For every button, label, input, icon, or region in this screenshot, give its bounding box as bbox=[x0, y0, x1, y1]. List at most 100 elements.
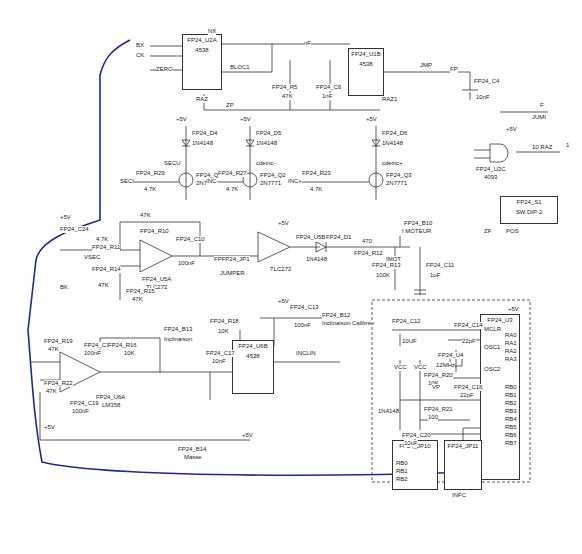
schematic-label: FP24_B12 bbox=[322, 312, 350, 319]
schematic-label: FP24_R27 bbox=[218, 170, 247, 177]
schematic-label: POS bbox=[506, 228, 519, 235]
schematic-label: Inclinaison Calibrée bbox=[322, 320, 374, 327]
schematic-label: FP24_R22 bbox=[44, 380, 73, 387]
ic-box: FP24_U1B 4538 bbox=[348, 48, 384, 96]
schematic-label: FP24_C20 bbox=[402, 432, 431, 439]
schematic-label: F bbox=[540, 102, 544, 109]
schematic-label: TLC272 bbox=[270, 266, 291, 273]
schematic-label: FP24_U5A bbox=[142, 276, 171, 283]
schematic-label: RB1 bbox=[396, 468, 408, 475]
schematic-label: 2N7771 bbox=[386, 180, 407, 187]
schematic-label: 10K bbox=[218, 328, 229, 335]
hand-drawn-outline bbox=[28, 40, 500, 475]
schematic-label: FP24_R15 bbox=[126, 288, 155, 295]
schematic-label: 22pF bbox=[460, 392, 474, 399]
schematic-label: RA3 bbox=[505, 356, 517, 363]
schematic-label: RAZ1 bbox=[382, 96, 397, 103]
schematic-label: 4.7K bbox=[226, 186, 238, 193]
schematic-label: FP24_R14 bbox=[92, 266, 121, 273]
part-label: 4538 bbox=[359, 61, 372, 68]
schematic-label: FP bbox=[450, 66, 458, 73]
schematic-label: 4.7K bbox=[310, 186, 322, 193]
part-label: FP24_U1B bbox=[351, 51, 380, 58]
schematic-label: 1uF bbox=[430, 272, 440, 279]
schematic-label: SECI bbox=[120, 178, 134, 185]
schematic-label: FP24_R13 bbox=[372, 262, 401, 269]
schematic-label: 10nF bbox=[476, 94, 490, 101]
schematic-label: 470 bbox=[362, 238, 372, 245]
bus-wire bbox=[463, 428, 480, 440]
schematic-label: +5V bbox=[506, 126, 517, 133]
schematic-label: RB3 bbox=[505, 408, 517, 415]
schematic-label: MCLR bbox=[484, 326, 501, 333]
schematic-label: RB0 bbox=[396, 460, 408, 467]
schematic-label: RB5 bbox=[505, 424, 517, 431]
schematic-label: FP24_R16 bbox=[108, 342, 137, 349]
schematic-label: LM358 bbox=[102, 402, 120, 409]
schematic-label: RB2 bbox=[396, 476, 408, 483]
schematic-label: 4.7K bbox=[144, 186, 156, 193]
schematic-label: 12MHz bbox=[436, 362, 455, 369]
schematic-label: +5V bbox=[44, 424, 55, 431]
schematic-label: 1N4148 bbox=[256, 140, 277, 147]
schematic-label: CK bbox=[136, 52, 144, 59]
schematic-label: FP24_R10 bbox=[140, 228, 169, 235]
schematic-label: SECU bbox=[164, 160, 181, 167]
schematic-label: +5V bbox=[508, 306, 519, 313]
schematic-label: 1 bbox=[566, 142, 569, 149]
schematic-label: +5V bbox=[366, 116, 377, 123]
schematic-label: ZERO bbox=[156, 66, 173, 73]
schematic-label: JMP bbox=[420, 62, 432, 69]
schematic-label: FP24_D1 bbox=[326, 234, 351, 241]
schematic-label: 4.7K bbox=[96, 236, 108, 243]
schematic-label: cdeinc- bbox=[256, 160, 275, 167]
schematic-label: Masse bbox=[184, 454, 202, 461]
schematic-label: OSC1 bbox=[484, 344, 500, 351]
wire bbox=[392, 330, 480, 430]
schematic-label: 47K bbox=[98, 282, 109, 289]
schematic-label: FP24_R18 bbox=[210, 318, 239, 325]
schematic-label: INFC bbox=[452, 492, 466, 499]
schematic-label: VSEC bbox=[84, 254, 100, 261]
schematic-label: RA1 bbox=[505, 340, 517, 347]
schematic-label: 10nF bbox=[212, 358, 226, 365]
schematic-label: 100K bbox=[376, 272, 390, 279]
part-label: FP24_U6B bbox=[238, 343, 267, 350]
schematic-label: 47K bbox=[140, 212, 151, 219]
schematic-label: FP24_D5 bbox=[256, 130, 281, 137]
part-label: FP24_S1 bbox=[516, 199, 541, 206]
schematic-label: FP24_R12 bbox=[354, 250, 383, 257]
schematic-label: NX bbox=[208, 28, 216, 35]
schematic-label: FP24_R20 bbox=[424, 372, 453, 379]
schematic-label: 100nF bbox=[294, 322, 311, 329]
schematic-label: FP24_R19 bbox=[44, 338, 73, 345]
schematic-label: 100nF bbox=[72, 408, 89, 415]
schematic-label: 47K bbox=[46, 388, 57, 395]
schematic-label: 10 RAZ bbox=[532, 144, 552, 151]
schematic-label: FP24_R5 bbox=[272, 84, 297, 91]
schematic-label: FP24_C12 bbox=[392, 318, 421, 325]
schematic-label: FP24_B14 bbox=[178, 446, 206, 453]
schematic-label: 100 bbox=[428, 414, 438, 421]
schematic-label: 10UF bbox=[402, 338, 417, 345]
schematic-label: +5V bbox=[240, 116, 251, 123]
schematic-label: +5V bbox=[242, 432, 253, 439]
schematic-label: FP24_C14 bbox=[454, 322, 483, 329]
schematic-label: +5V bbox=[278, 298, 289, 305]
schematic-label: FP24_U4 bbox=[438, 352, 463, 359]
schematic-label: 1N4148 bbox=[192, 140, 213, 147]
ic-box: FP24_U2A4538 bbox=[182, 34, 222, 90]
schematic-label: FP24_B13 bbox=[164, 326, 192, 333]
schematic-label: I MOTEUR bbox=[402, 228, 431, 235]
schematic-label: OSC2 bbox=[484, 366, 500, 373]
ic-box: FP24_JP11 bbox=[444, 440, 482, 490]
schematic-label: FP24_R23 bbox=[302, 170, 331, 177]
schematic-label: RA0 bbox=[505, 332, 517, 339]
schematic-label: FP24_Q3 bbox=[386, 172, 412, 179]
schematic-label: INC- bbox=[206, 178, 218, 185]
transistor-symbol bbox=[179, 173, 193, 187]
ic-box: FP24_U6B4538 bbox=[232, 340, 274, 394]
schematic-label: FP24_C6 bbox=[316, 84, 341, 91]
schematic-label: 1N4148 bbox=[382, 140, 403, 147]
schematic-label: RB4 bbox=[505, 416, 517, 423]
